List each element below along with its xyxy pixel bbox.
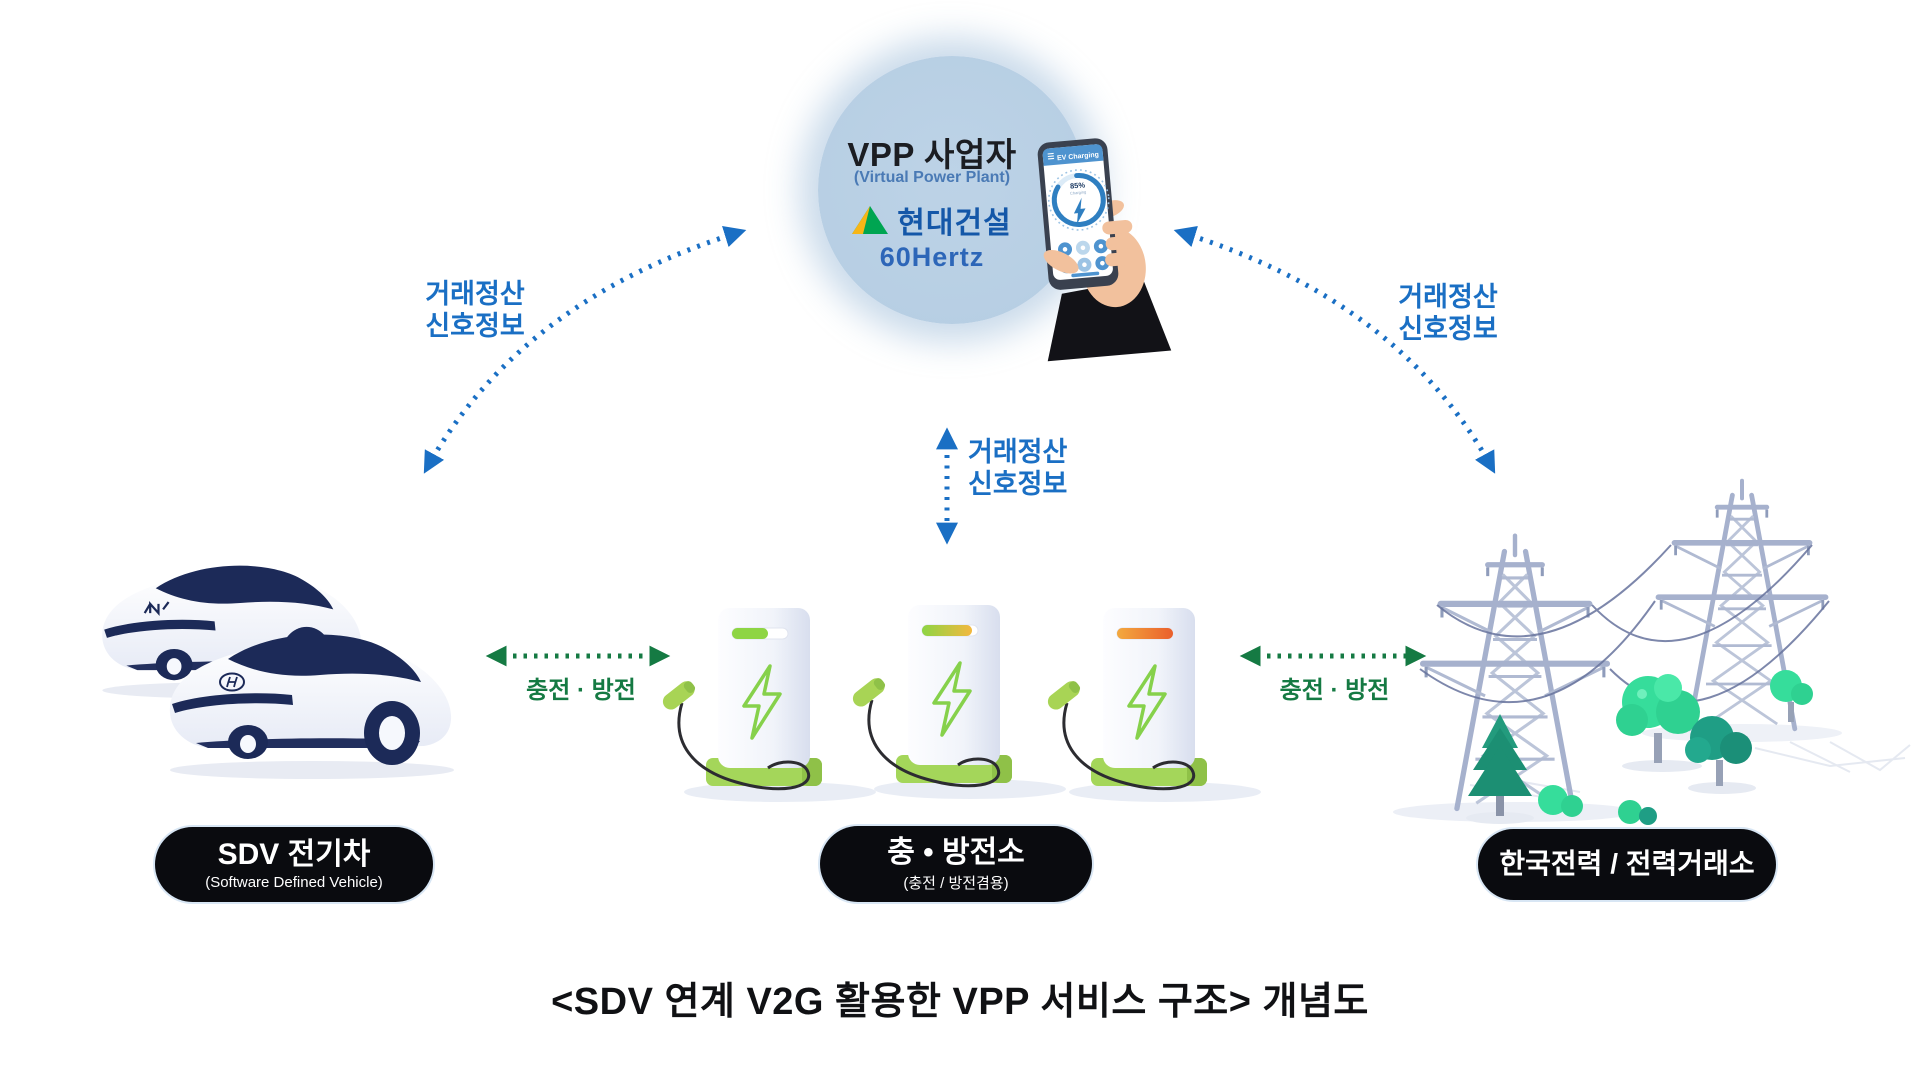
- settlement-line1: 거래정산: [425, 279, 525, 309]
- vpp-node-subtitle: (Virtual Power Plant): [853, 169, 1011, 186]
- hand-thumb: [1043, 249, 1079, 274]
- charge-status: Charging: [1070, 189, 1087, 195]
- settlement-line2: 신호정보: [1398, 314, 1498, 345]
- charging-stations-illustration: [657, 603, 1263, 804]
- app-title: EV Charging: [1057, 152, 1099, 163]
- node-grid-title: 한국전력 / 전력거래소: [1499, 848, 1755, 880]
- power-towers-illustration: [1393, 481, 1911, 825]
- diagram-caption: <SDV 연계 V2G 활용한 VPP 서비스 구조> 개념도: [551, 981, 1369, 1023]
- status-bar-orange: [1117, 628, 1173, 639]
- settlement-arrow-right: [1173, 226, 1496, 474]
- bolt-icon: [1073, 197, 1086, 225]
- charge-discharge-label-right: 충전 · 방전: [1279, 677, 1390, 704]
- ev-car-hyundai: [169, 634, 454, 779]
- settlement-label-middle: 거래정산 신호정보: [968, 436, 1067, 501]
- status-bar-green: [732, 628, 768, 639]
- app-header-bar: [1042, 144, 1104, 166]
- hyundai-logo-icon: [219, 672, 245, 692]
- node-label-grid: 한국전력 / 전력거래소: [1478, 829, 1776, 900]
- charging-station-3: [1042, 606, 1263, 804]
- node-ev-title: SDV 전기차: [217, 838, 371, 871]
- ev-cars-illustration: [102, 565, 454, 779]
- node-label-ev: SDV 전기차 (Software Defined Vehicle): [155, 827, 433, 902]
- vpp-node-title: VPP 사업자: [847, 136, 1017, 173]
- node-label-station: 충 • 방전소 (충전 / 방전겸용): [820, 826, 1092, 902]
- settlement-line2: 신호정보: [425, 311, 525, 342]
- charge-percent: 85%: [1070, 180, 1086, 190]
- settlement-label-right: 거래정산 신호정보: [1398, 281, 1498, 346]
- hyundai-enc-logo: 현대건설: [772, 198, 1092, 242]
- hamburger-menu-icon[interactable]: [1047, 152, 1055, 160]
- settlement-line2: 신호정보: [968, 469, 1068, 500]
- settlement-line1: 거래정산: [1398, 282, 1498, 312]
- suit-sleeve: [1047, 278, 1172, 362]
- settlement-arrow-left: [423, 226, 747, 474]
- kia-logo-icon: [143, 601, 170, 616]
- hyundai-triangle-icon: [852, 206, 889, 234]
- charging-station-2: [847, 603, 1068, 801]
- settlement-line1: 거래정산: [968, 437, 1068, 467]
- smartphone-in-hand: EV Charging 85% Charging: [1037, 138, 1172, 362]
- progress-arc: [1051, 172, 1106, 227]
- settlement-label-left: 거래정산 신호정보: [425, 278, 525, 343]
- trees-illustration: [1466, 670, 1813, 825]
- charging-station-1: [657, 606, 878, 804]
- partner-energy-name: 60Hertz: [879, 242, 985, 272]
- hand-finger: [1105, 251, 1136, 267]
- hand-finger: [1102, 219, 1133, 235]
- app-bottom-bar: [1071, 271, 1100, 278]
- node-station-title: 충 • 방전소: [887, 835, 1025, 869]
- charge-discharge-label-left: 충전 · 방전: [526, 677, 636, 704]
- ev-car-kia: [102, 565, 364, 699]
- status-bar-green-amber: [922, 625, 972, 636]
- partner-construction-name: 현대건설: [897, 207, 1012, 240]
- node-ev-subtitle: (Software Defined Vehicle): [205, 874, 383, 891]
- hand-finger: [1105, 235, 1134, 251]
- node-station-subtitle: (충전 / 방전겸용): [903, 874, 1009, 892]
